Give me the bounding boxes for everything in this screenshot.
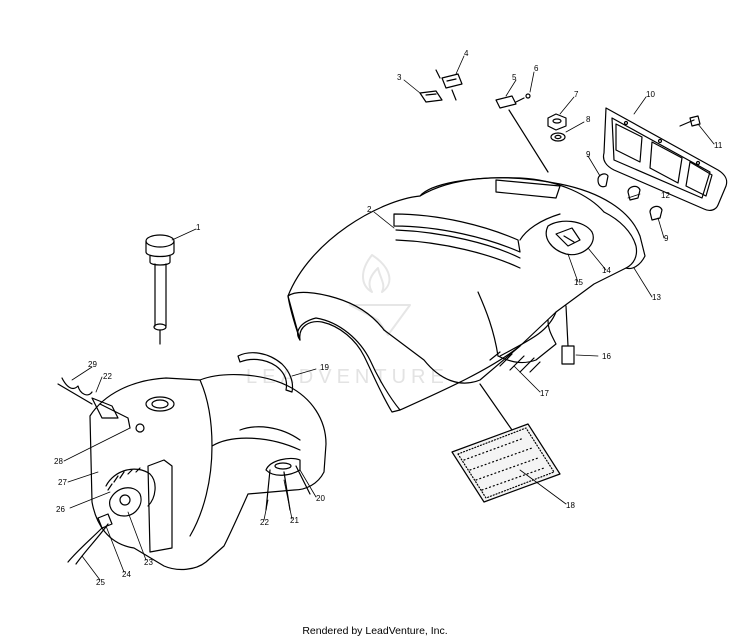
callout-13: 13 (652, 293, 661, 302)
callout-4: 4 (464, 49, 469, 58)
strap-part (237, 352, 294, 393)
watermark-logo (349, 254, 411, 336)
bracket-part (495, 93, 549, 173)
callout-9a: 9 (586, 150, 591, 159)
fuel-tank-part (57, 374, 327, 571)
bolt-part (561, 305, 575, 365)
callout-16: 16 (602, 352, 611, 361)
callout-3: 3 (397, 73, 402, 82)
callout-25: 25 (96, 578, 105, 587)
callout-29: 29 (88, 360, 97, 369)
callout-5: 5 (512, 73, 517, 82)
footer-credit: Rendered by LeadVenture, Inc. (302, 625, 448, 637)
callout-28: 28 (54, 457, 63, 466)
callout-12: 12 (661, 191, 670, 200)
seat-part (287, 177, 646, 413)
callout-17: 17 (540, 389, 549, 398)
callout-22a: 22 (260, 518, 269, 527)
callout-7: 7 (574, 90, 579, 99)
callout-22b: 22 (103, 372, 112, 381)
callout-23: 23 (144, 558, 153, 567)
callout-18: 18 (566, 501, 575, 510)
callout-15: 15 (574, 278, 583, 287)
callout-10: 10 (646, 90, 655, 99)
callout-11: 11 (714, 141, 723, 150)
foam-pad-part (451, 383, 561, 503)
clip-parts (419, 69, 463, 103)
fuel-sender-part (145, 234, 175, 345)
callout-8: 8 (586, 115, 591, 124)
leader-lines (63, 55, 715, 581)
callout-20: 20 (316, 494, 325, 503)
callout-21: 21 (290, 516, 299, 525)
callout-2: 2 (367, 205, 372, 214)
watermark-text: LEADVENTURE (246, 366, 449, 388)
nut-part (547, 113, 567, 142)
callout-6: 6 (534, 64, 539, 73)
callout-9b: 9 (664, 234, 669, 243)
callout-26: 26 (56, 505, 65, 514)
callout-27: 27 (58, 478, 67, 487)
callout-1: 1 (196, 223, 201, 232)
callout-14: 14 (602, 266, 611, 275)
callout-labels: 1 2 3 4 5 6 7 8 9 10 11 12 9 13 14 15 16… (54, 49, 723, 587)
callout-24: 24 (122, 570, 131, 579)
screw-part (679, 115, 701, 127)
taillight-frame (602, 107, 728, 211)
callout-19: 19 (320, 363, 329, 372)
